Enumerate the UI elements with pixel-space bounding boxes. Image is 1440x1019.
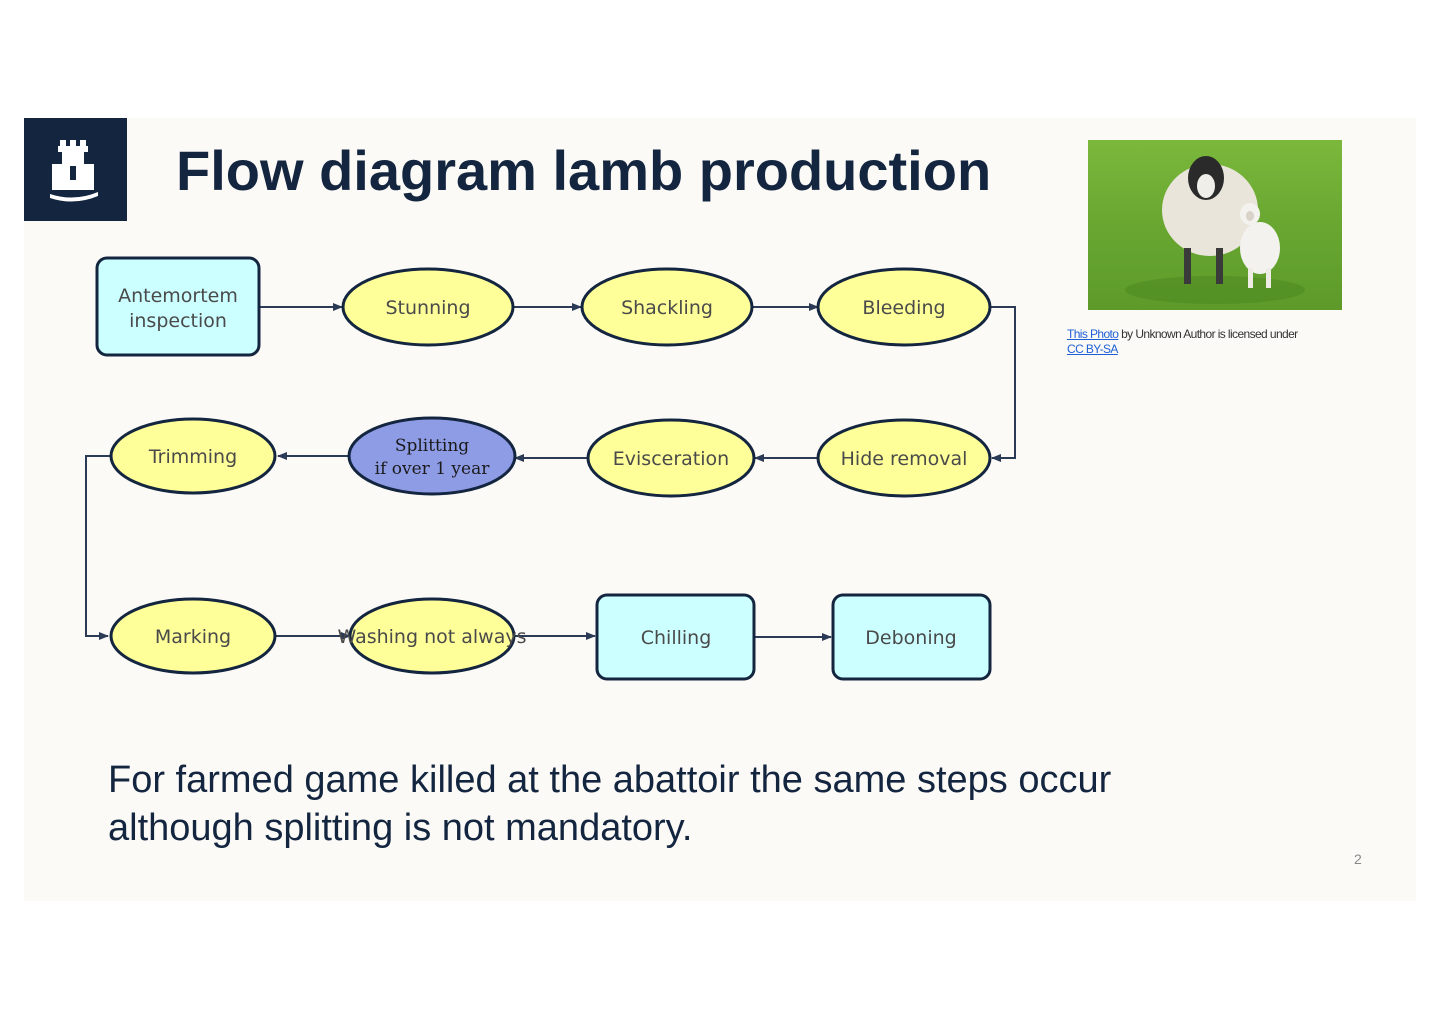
- node-deboning[interactable]: Deboning: [831, 593, 992, 681]
- node-label: Washing not always: [338, 626, 527, 648]
- sheep-photo: [1088, 140, 1342, 310]
- node-label: if over 1 year: [375, 459, 491, 479]
- page-number: 2: [1354, 851, 1362, 867]
- node-label: Marking: [155, 626, 231, 648]
- node-marking[interactable]: Marking: [109, 597, 277, 675]
- page-title: Flow diagram lamb production: [176, 139, 992, 202]
- node-shackling[interactable]: Shackling: [580, 267, 754, 347]
- node-label: Shackling: [621, 297, 713, 319]
- node-chilling[interactable]: Chilling: [595, 593, 756, 681]
- photo-link[interactable]: This Photo: [1067, 327, 1119, 341]
- photo-credit: This Photo by Unknown Author is licensed…: [1067, 327, 1367, 357]
- university-logo: [24, 118, 127, 221]
- edge-trimming-marking: [85, 455, 110, 640]
- license-link[interactable]: CC BY-SA: [1067, 342, 1118, 356]
- node-label: Evisceration: [613, 448, 729, 470]
- node-label: Chilling: [641, 627, 712, 649]
- credit-text: by Unknown Author is licensed under: [1118, 327, 1298, 341]
- node-label: inspection: [129, 310, 227, 332]
- footnote-text: For farmed game killed at the abattoir t…: [108, 759, 1112, 849]
- node-splitting[interactable]: Splitting if over 1 year: [347, 416, 517, 496]
- node-label: Antemortem: [118, 285, 238, 307]
- node-trimming[interactable]: Trimming: [109, 417, 277, 495]
- node-evisceration[interactable]: Evisceration: [586, 418, 756, 498]
- node-label: Bleeding: [862, 297, 945, 319]
- node-label: Splitting: [395, 436, 469, 456]
- node-bleeding[interactable]: Bleeding: [816, 267, 992, 347]
- node-stunning[interactable]: Stunning: [341, 267, 515, 347]
- node-label: Stunning: [385, 297, 470, 319]
- node-label: Trimming: [148, 446, 237, 468]
- edge-bleeding-hide-removal: [990, 306, 1016, 462]
- node-label: Deboning: [865, 627, 956, 649]
- node-antemortem-inspection[interactable]: Antemortem inspection: [95, 256, 261, 357]
- castle-icon: [50, 140, 98, 202]
- node-label: Hide removal: [841, 448, 968, 470]
- node-washing[interactable]: Washing not always: [338, 597, 527, 675]
- node-hide-removal[interactable]: Hide removal: [816, 418, 992, 498]
